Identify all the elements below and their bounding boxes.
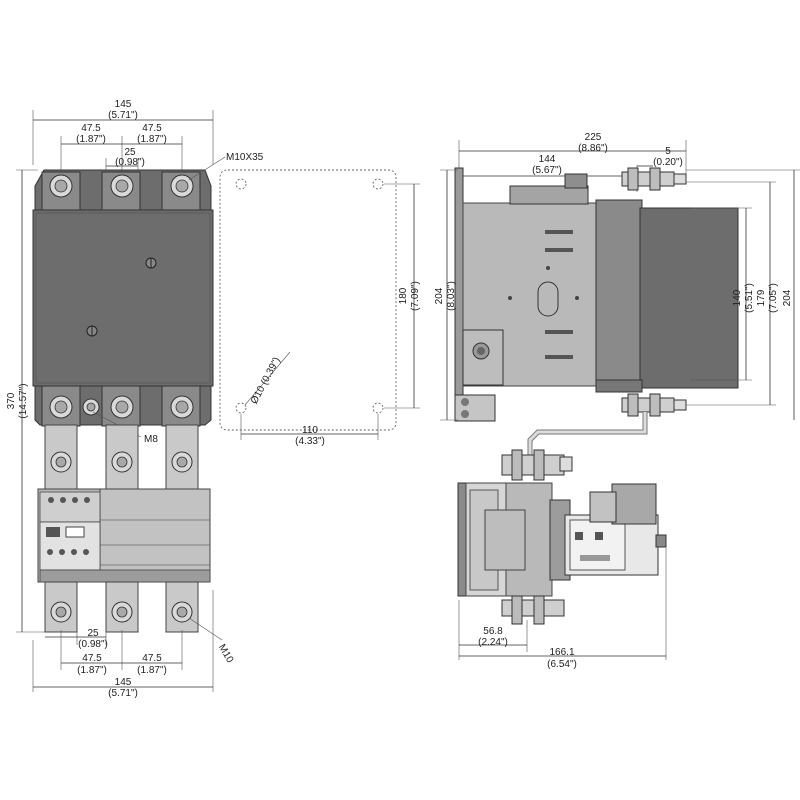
front-pitch-b-label: 47.5 xyxy=(142,123,162,134)
side-h204-label: 204 xyxy=(782,289,793,306)
side-offset-label: 5 xyxy=(665,146,671,157)
mounting-hole-layout: 180 (7.09") Ø10 (0.39") 110 (4.33") xyxy=(219,169,421,447)
screw-m8-label: M8 xyxy=(144,434,158,445)
side-depth-a-inch-label: (5.67") xyxy=(532,165,562,176)
side-height-inch-label: (8.03") xyxy=(446,281,457,311)
side-h140-label: 140 xyxy=(732,289,743,306)
mount-height-label: 180 xyxy=(398,287,409,304)
front-width-top-inch-label: (5.71") xyxy=(108,110,138,121)
front-pitch-d-inch-label: (1.87") xyxy=(137,665,167,676)
side-h140-inch-label: (5.51") xyxy=(744,283,755,313)
contactor-main-body xyxy=(32,209,214,387)
side-offset-inch-label: (0.20") xyxy=(653,157,683,168)
relay-offset-inch-label: (2.24") xyxy=(478,637,508,648)
relay-depth-label: 166.1 xyxy=(549,647,574,658)
relay-depth-inch-label: (6.54") xyxy=(547,659,577,670)
side-h179-inch-label: (7.05") xyxy=(768,283,779,313)
mount-hole-diameter-label: Ø10 (0.39") xyxy=(249,356,283,407)
mount-height-inch-label: (7.09") xyxy=(410,281,421,311)
side-depth-label: 225 xyxy=(585,132,602,143)
front-gap-bottom-label: 25 xyxy=(87,628,99,639)
front-height-label: 370 xyxy=(6,392,17,409)
screw-m10-label: M10 xyxy=(216,643,235,666)
front-pitch-c-inch-label: (1.87") xyxy=(77,665,107,676)
relay-side-view: 56.8 (2.24") 166.1 (6.54") xyxy=(457,412,667,670)
mount-width-inch-label: (4.33") xyxy=(295,436,325,447)
front-pitch-a-inch-label: (1.87") xyxy=(76,134,106,145)
front-gap-top-label: 25 xyxy=(124,147,136,158)
screw-m10x35-label: M10X35 xyxy=(226,152,264,163)
front-width-top-label: 145 xyxy=(115,99,132,110)
front-pitch-d-label: 47.5 xyxy=(142,653,162,664)
front-pitch-c-label: 47.5 xyxy=(82,653,102,664)
side-height-label: 204 xyxy=(434,287,445,304)
front-height-inch-label: (14.57") xyxy=(18,383,29,418)
relay-offset-label: 56.8 xyxy=(483,626,503,637)
side-body-front xyxy=(595,199,643,393)
front-width-bottom-label: 145 xyxy=(115,677,132,688)
side-h179-label: 179 xyxy=(756,289,767,306)
front-gap-top-inch-label: (0.98") xyxy=(115,157,145,168)
side-depth-inch-label: (8.86") xyxy=(578,143,608,154)
mount-width-label: 110 xyxy=(302,425,318,436)
front-pitch-b-inch-label: (1.87") xyxy=(137,134,167,145)
front-gap-bottom-inch-label: (0.98") xyxy=(78,639,108,650)
front-pitch-a-label: 47.5 xyxy=(81,123,101,134)
front-view: 145 (5.71") 47.5 (1.87") 47.5 (1.87") 25… xyxy=(6,99,264,699)
side-view: 225 (8.86") 144 (5.67") 5 (0.20") xyxy=(434,132,800,422)
side-depth-a-label: 144 xyxy=(539,154,556,165)
front-width-bottom-inch-label: (5.71") xyxy=(108,688,138,699)
